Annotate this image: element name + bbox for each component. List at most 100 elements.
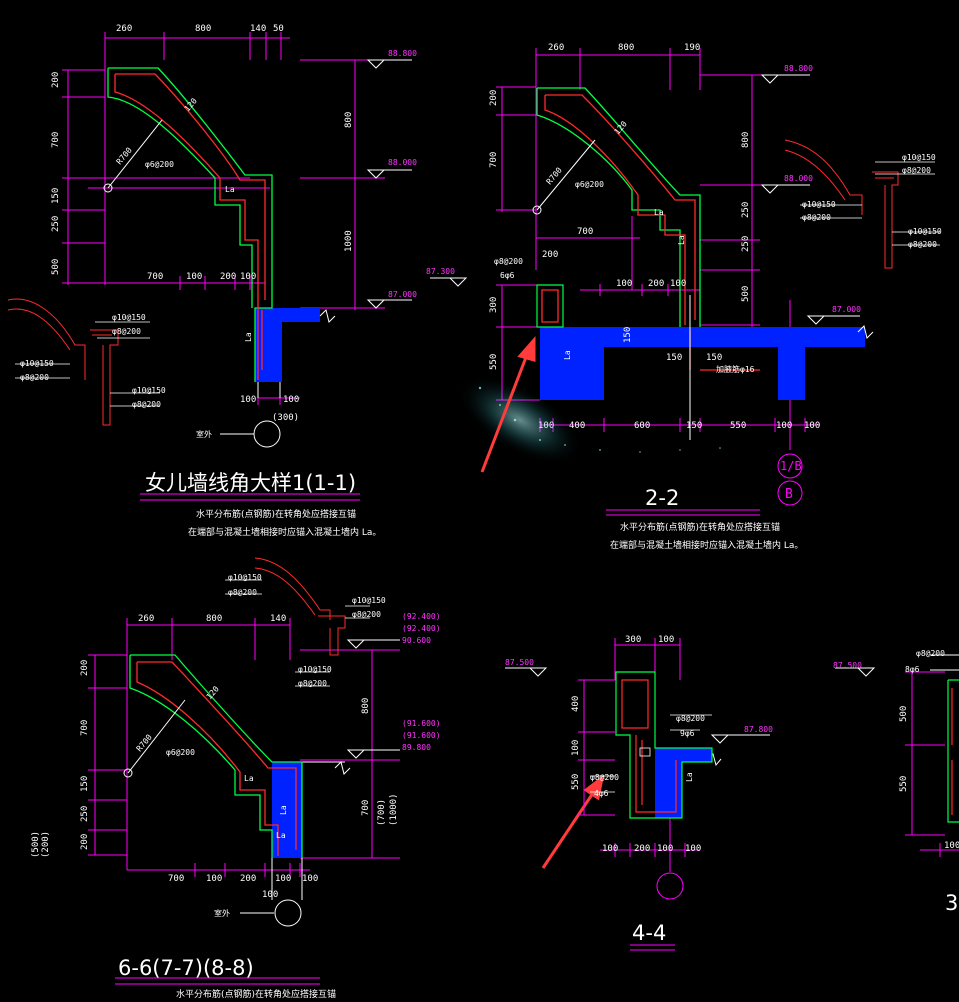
s4-rebar	[621, 679, 677, 813]
s4-elev-2: 87.800	[744, 725, 773, 734]
s2-elev-2: 88.000	[784, 174, 813, 183]
s2-dim-top-3: 190	[684, 43, 700, 53]
s6-rebar-6: La	[276, 831, 286, 840]
s1-dim-bottom-3: 200	[220, 272, 236, 282]
s6-note-1: 水平分布筋(点钢筋)在转角处应搭接互锚	[176, 988, 336, 1000]
s6-elevation-marks	[292, 639, 400, 775]
s6-rebar-5: La	[279, 805, 288, 815]
s1-dim-left-3: 150	[51, 188, 61, 204]
s3-dim-lines	[905, 671, 959, 857]
s4-dim-bottom-2: 200	[634, 844, 650, 854]
s1-axis-circle	[253, 420, 281, 448]
s1-dim-left-4: 250	[51, 216, 61, 232]
s2-dim-bottom-6: 100	[776, 421, 792, 431]
s1-elev-2: 88.000	[388, 158, 417, 167]
s2-rebar-3: φ6@200	[575, 180, 604, 189]
s4-axis-circle	[656, 872, 684, 900]
s2-rebar-14: φ10@150	[908, 227, 942, 236]
s1-note-1: 水平分布筋(点钢筋)在转角处应搭接互锚	[196, 508, 356, 520]
s6-outline	[129, 654, 303, 858]
s2-dim-left-4: 550	[489, 354, 499, 370]
s2-outline	[536, 87, 701, 327]
s6-dim-left-4: 250	[80, 806, 90, 822]
s6-dim-right-3: (700)	[377, 799, 387, 826]
s1-rebar-2: R700	[115, 146, 134, 167]
s1-dim-lines	[62, 32, 385, 501]
s6-dim-left-1: 200	[80, 660, 90, 676]
s2-dim-bottom-3: 600	[634, 421, 650, 431]
s2-dim-left-2: 700	[489, 152, 499, 168]
s6-elev-4: (91.600)	[402, 719, 441, 728]
s1-dim-below-2: 100	[283, 395, 299, 405]
s6-dim-bottom-3: 200	[240, 874, 256, 884]
s4-elevation-marks	[505, 667, 770, 767]
s6-elev-6: 89.800	[402, 743, 431, 752]
s1-dim-left-2: 700	[51, 132, 61, 148]
s4-title: 4-4	[632, 921, 666, 945]
section-6-6: 260 800 140 200 700 150 250 (500) (200) …	[31, 557, 441, 1000]
s1-rebar	[114, 73, 266, 380]
s1-elev-1: 88.800	[388, 49, 417, 58]
s1-dim-top-2: 800	[195, 24, 211, 34]
annotation-arrows	[480, 336, 605, 869]
s4-dim-left-1: 400	[571, 696, 581, 712]
s2-rebar-10: φ10@150	[902, 153, 936, 162]
s6-title: 6-6(7-7)(8-8)	[118, 956, 254, 980]
s6-rebar-1: 120	[205, 684, 221, 701]
s2-elev-4: 87.000	[832, 305, 861, 314]
s6-rebar-11: φ10@150	[298, 665, 332, 674]
s4-rebar-3: φ8@200	[590, 773, 619, 782]
s6-dim-left-3: 150	[80, 776, 90, 792]
s4-dim-top-1: 300	[625, 635, 641, 645]
s2-dim-right-4: 500	[741, 286, 751, 302]
s6-dim-lines	[88, 618, 400, 985]
s1-dim-bottom-4: 100	[240, 272, 256, 282]
s3-dim-left-2: 550	[899, 776, 909, 792]
s2-detail-small	[784, 139, 899, 269]
s1-rebar-5: La	[244, 332, 253, 342]
s2-dim-top-2: 800	[618, 43, 634, 53]
s1-note-2: 在端部与混凝土墙相接时应锚入混凝土墙内 La。	[188, 526, 381, 538]
s2-dim-mid-4: 100	[670, 279, 686, 289]
s4-dim-left-3: 550	[571, 774, 581, 790]
s2-dim-left-3: 300	[489, 297, 499, 313]
s1-rebar-8: φ10@150	[20, 359, 54, 368]
s1-dim-top-1: 260	[116, 24, 132, 34]
s6-concrete	[272, 762, 302, 858]
s1-dim-left-1: 200	[51, 72, 61, 88]
s1-title: 女儿墙线角大样1(1-1)	[145, 471, 356, 495]
s2-axis-1b-circle	[777, 453, 803, 479]
s6-dim-top-2: 800	[206, 614, 222, 624]
s2-axis-b: B	[785, 487, 793, 502]
s1-rebar-4: La	[225, 185, 235, 194]
s2-dim-bottom-2: 400	[569, 421, 585, 431]
s1-dim-right-1: 800	[344, 112, 354, 128]
s2-dim-bottom-5: 550	[730, 421, 746, 431]
s6-dim-left-6: (200)	[41, 831, 51, 858]
section-3-partial: 87.500 φ8@200 8φ6 500 550 100 3	[833, 649, 959, 915]
s4-rebar-4: 4φ6	[594, 789, 609, 798]
s6-dim-left-2: 700	[80, 720, 90, 736]
s1-rebar-7: φ8@200	[112, 327, 141, 336]
s3-rebar-2: 8φ6	[905, 665, 920, 674]
s6-dim-bottom-1: 700	[168, 874, 184, 884]
s1-dim-left-5: 500	[51, 259, 61, 275]
s6-elev-3: 90.600	[402, 636, 431, 645]
s6-dim-bottom-5: 100	[302, 874, 318, 884]
s1-outline	[107, 67, 273, 382]
s1-dim-top-4: 50	[273, 24, 284, 34]
s1-dim-right-2: 1000	[344, 230, 354, 252]
s3-dim-left-1: 500	[899, 706, 909, 722]
s2-dim-mid-5: 200	[542, 250, 558, 260]
s6-rebar-7: φ10@150	[228, 573, 262, 582]
section-4-4: 300 100 400 100 550 100 200 100 100 87.5…	[505, 635, 773, 951]
s2-elev-1: 88.800	[784, 64, 813, 73]
s1-dim-bottom-1: 700	[147, 272, 163, 282]
s6-elev-5: (91.600)	[402, 731, 441, 740]
s1-outside-label: 室外	[196, 429, 212, 439]
s2-rebar-7: φ8@200	[494, 257, 523, 266]
s6-rebar-10: φ8@200	[352, 610, 381, 619]
s2-dim-mid-2: 100	[616, 279, 632, 289]
s3-dim-bottom: 100	[944, 841, 959, 851]
s3-rebar-1: φ8@200	[916, 649, 945, 658]
